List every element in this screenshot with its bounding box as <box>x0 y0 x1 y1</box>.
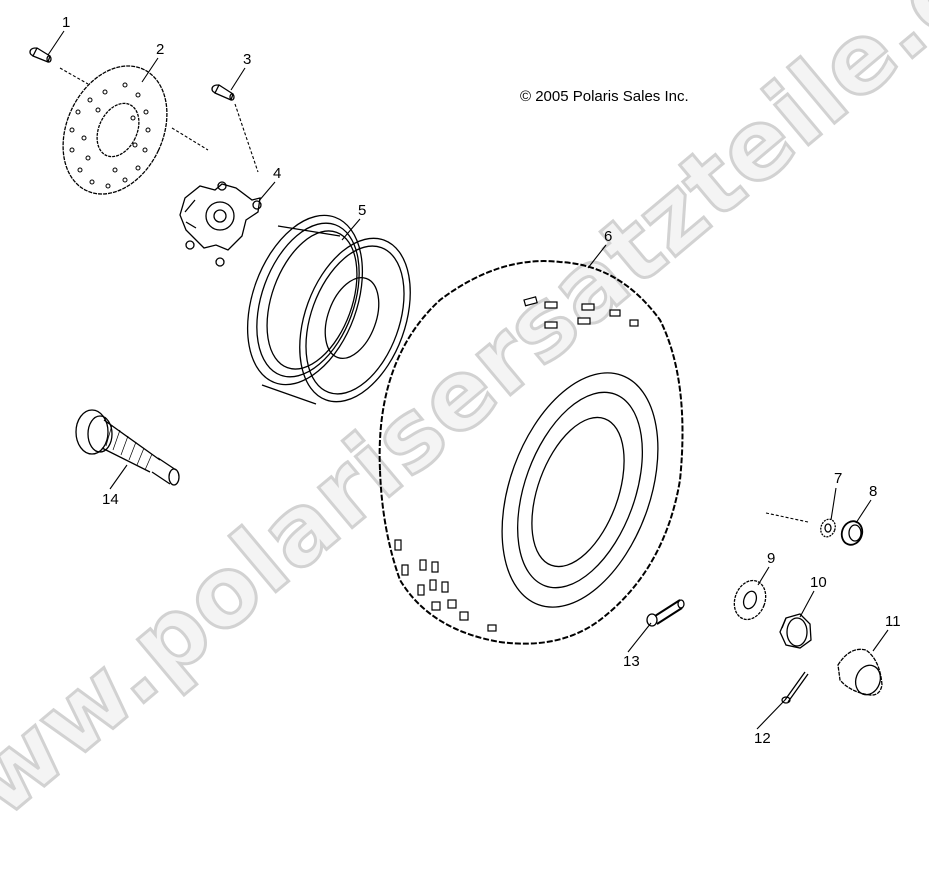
leader-lines <box>47 30 889 730</box>
callout-2[interactable]: 2 <box>156 41 165 58</box>
valve-stem-part-13[interactable] <box>646 599 685 627</box>
bolt-part-1[interactable] <box>29 47 52 63</box>
callout-6[interactable]: 6 <box>604 228 613 245</box>
hub-cap-part-11[interactable] <box>837 648 884 698</box>
washer-part-9[interactable] <box>729 576 771 624</box>
callout-7[interactable]: 7 <box>834 470 843 487</box>
callout-4[interactable]: 4 <box>273 165 282 182</box>
spindle-part-14[interactable] <box>75 409 180 486</box>
washer-part-7[interactable] <box>818 517 837 539</box>
callout-12[interactable]: 12 <box>754 730 771 747</box>
castle-nut-part-10[interactable] <box>779 613 812 649</box>
callout-9[interactable]: 9 <box>767 550 776 567</box>
wheel-hub-part-4[interactable] <box>179 181 262 267</box>
callout-1[interactable]: 1 <box>62 14 71 31</box>
callout-11[interactable]: 11 <box>885 613 901 630</box>
callout-5[interactable]: 5 <box>358 202 367 219</box>
callout-10[interactable]: 10 <box>810 574 827 591</box>
callout-8[interactable]: 8 <box>869 483 878 500</box>
copyright-notice: © 2005 Polaris Sales Inc. <box>520 88 689 105</box>
wheel-rim-part-5[interactable] <box>226 200 431 417</box>
tire-part-6[interactable] <box>378 260 688 645</box>
cotter-pin-part-12[interactable] <box>781 671 809 704</box>
brake-disc-part-2[interactable] <box>43 49 187 211</box>
callout-3[interactable]: 3 <box>243 51 252 68</box>
callout-14[interactable]: 14 <box>102 491 119 508</box>
diagram-artwork <box>29 30 889 730</box>
callout-13[interactable]: 13 <box>623 653 640 670</box>
bolt-part-3[interactable] <box>211 84 235 101</box>
lug-nut-part-8[interactable] <box>838 518 865 547</box>
